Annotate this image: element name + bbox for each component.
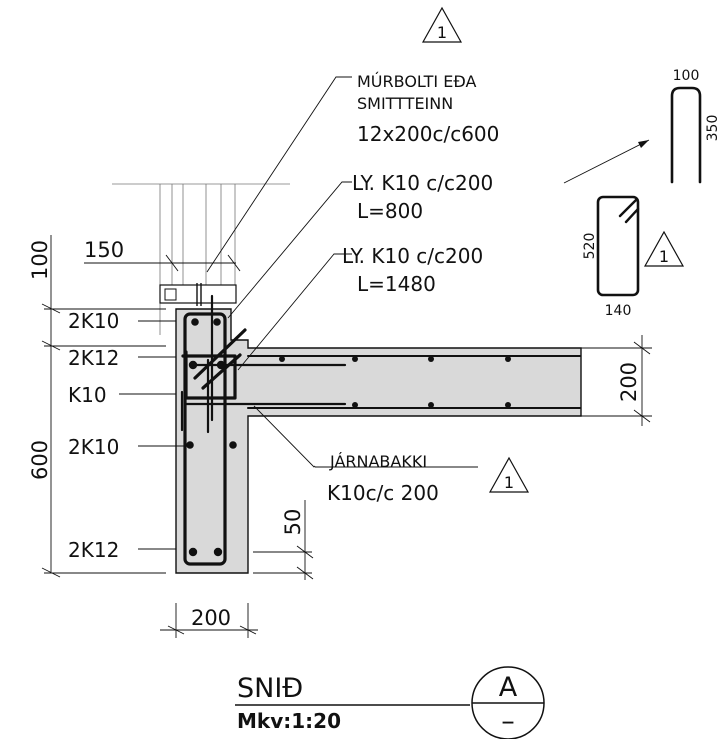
section-sub: – — [501, 706, 515, 737]
jarn-label-line1: JÁRNABAKKI — [329, 452, 427, 471]
revision-jarn-number: 1 — [504, 473, 514, 492]
dim-150: 150 — [84, 238, 124, 262]
bar-label-2k10-low: 2K10 — [68, 435, 119, 459]
title-block: SNIÐ Mkv:1:20 A – — [235, 666, 545, 739]
hook-height: 350 — [705, 115, 720, 142]
dim-50: 50 — [281, 509, 305, 536]
revision-marker-jarn: 1 — [488, 456, 530, 493]
leaders — [119, 76, 650, 550]
section-title: SNIÐ — [237, 673, 303, 704]
ly1-label-line2: L=800 — [357, 199, 423, 223]
ly2-label-line2: L=1480 — [357, 272, 436, 296]
shape-dimension-texts: 100 350 520 140 — [582, 68, 720, 319]
anchor-label-line2: SMITTTEINN — [357, 94, 453, 113]
revision-marker-stirrup: 1 — [643, 230, 685, 267]
bar-label-2k12-mid: 2K12 — [68, 346, 119, 370]
bar-label-k10: K10 — [68, 383, 107, 407]
anchor-label-line1: MÚRBOLTI EÐA — [357, 72, 476, 91]
revision-stirrup-number: 1 — [659, 247, 669, 266]
bar-shapes — [596, 86, 702, 297]
dimensions — [41, 235, 652, 638]
reinforcement — [180, 294, 581, 566]
dim-200-bottom: 200 — [191, 606, 231, 630]
dim-600: 600 — [28, 440, 52, 480]
upper-wall — [112, 183, 290, 335]
scale-label: Mkv:1:20 — [237, 709, 341, 733]
revision-top-number: 1 — [437, 23, 447, 42]
jarn-label-line2: K10c/c 200 — [327, 481, 439, 505]
stirrup-width: 140 — [605, 303, 632, 319]
dim-100: 100 — [28, 240, 52, 280]
ly1-label-line1: LY. K10 c/c200 — [352, 171, 493, 195]
revision-marker-top: 1 — [421, 6, 463, 43]
dim-200-slab: 200 — [617, 362, 641, 402]
concrete-section — [175, 308, 582, 574]
section-letter: A — [499, 672, 518, 703]
bar-label-2k12-bot: 2K12 — [68, 538, 119, 562]
anchor-label-line3: 12x200c/c600 — [357, 122, 499, 146]
hook-width: 100 — [673, 68, 700, 84]
dimension-texts: 100 600 150 200 50 200 — [28, 238, 641, 630]
bar-label-2k10-top: 2K10 — [68, 309, 119, 333]
annotations: MÚRBOLTI EÐA SMITTTEINN 12x200c/c600 LY.… — [68, 72, 499, 562]
stirrup-height: 520 — [582, 233, 598, 260]
ly2-label-line1: LY. K10 c/c200 — [342, 244, 483, 268]
